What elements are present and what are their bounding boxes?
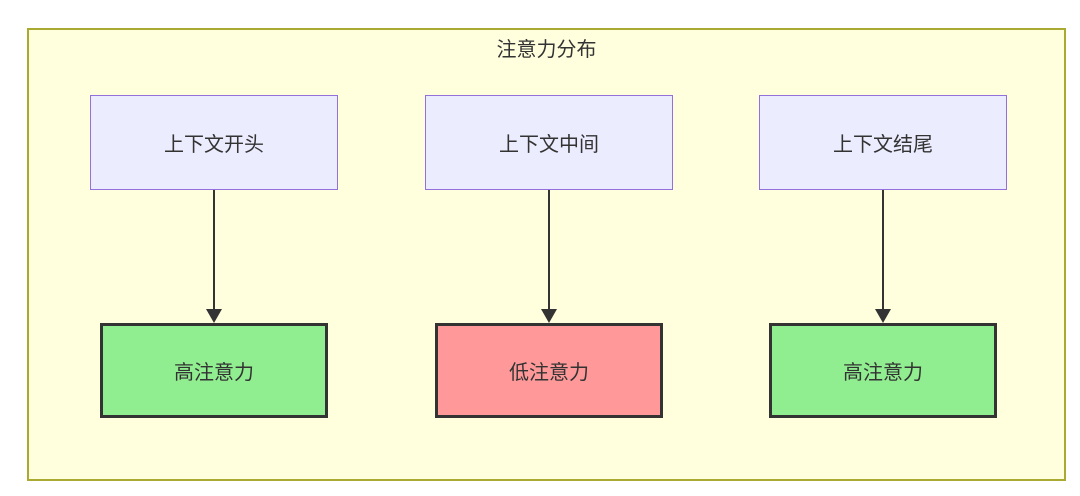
context-middle-label: 上下文中间 [499, 134, 599, 156]
context-end-node: 上下文结尾 [759, 95, 1007, 190]
high-attention-node-2: 高注意力 [769, 323, 997, 418]
arrowhead-icon [206, 309, 222, 323]
context-begin-node: 上下文开头 [90, 95, 338, 190]
arrow-down-3 [875, 190, 891, 323]
high-attention-node-1: 高注意力 [100, 323, 328, 418]
arrow-down-2 [541, 190, 557, 323]
low-attention-node: 低注意力 [435, 323, 663, 418]
context-begin-label: 上下文开头 [164, 134, 264, 156]
context-middle-node: 上下文中间 [425, 95, 673, 190]
high-attention-label-2: 高注意力 [843, 362, 923, 384]
arrowhead-icon [541, 309, 557, 323]
high-attention-label-1: 高注意力 [174, 362, 254, 384]
attention-distribution-subgraph: 注意力分布 上下文开头 高注意力 上下文中间 低注意力 上下文结尾 [27, 28, 1066, 481]
arrow-down-1 [206, 190, 222, 323]
context-end-label: 上下文结尾 [833, 134, 933, 156]
low-attention-label: 低注意力 [509, 362, 589, 384]
diagram-title: 注意力分布 [496, 39, 597, 61]
arrowhead-icon [875, 309, 891, 323]
arrow-shaft [548, 190, 550, 311]
arrow-shaft [882, 190, 884, 311]
arrow-shaft [213, 190, 215, 311]
